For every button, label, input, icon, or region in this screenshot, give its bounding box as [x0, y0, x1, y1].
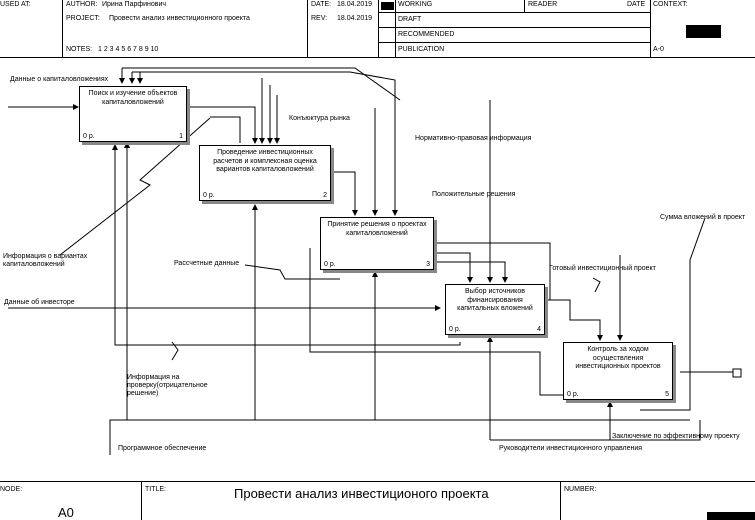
activity-box-4[interactable]: Выбор источников финансирования капиталь… [445, 284, 545, 335]
date2-label: DATE [627, 1, 646, 8]
notes-value: 1 2 3 4 5 6 7 8 9 10 [98, 46, 159, 53]
activity-box-2[interactable]: Проведение инвестиционных расчетов и ком… [199, 145, 331, 201]
author-value: Ирина Парфинович [102, 1, 167, 8]
activity-box-4-num: 4 [537, 326, 541, 333]
arrow-label-input-data: Данные о капиталовложениях [10, 76, 109, 83]
date-value: 18.04.2019 [337, 1, 373, 8]
activity-box-3[interactable]: Принятие решения о проектах капиталовлож… [320, 217, 434, 270]
activity-box-5-title: Контроль за ходом осуществления инвестиц… [575, 346, 661, 370]
status-recommended: RECOMMENDED [398, 31, 455, 38]
node-label: NODE: [0, 486, 23, 493]
context-node-box [686, 25, 721, 38]
status-working: WORKING [398, 1, 433, 8]
project-value: Провести анализ инвестиционного проекта [109, 15, 250, 22]
number-box [707, 512, 755, 520]
arrow-label-calc: Рассчетные данные [174, 260, 240, 267]
activity-box-3-num: 3 [426, 261, 430, 268]
rev-value: 18.04.2019 [337, 15, 373, 22]
activity-box-2-num: 2 [323, 192, 327, 199]
working-marker [381, 2, 394, 10]
rev-label: REV: [311, 15, 328, 22]
date-label: DATE: [311, 1, 332, 8]
author-label: AUTHOR: [66, 1, 98, 8]
activity-box-1[interactable]: Поиск и изучение объектов капиталовложен… [79, 86, 187, 142]
activity-box-4-cost: 0 р. [449, 326, 461, 333]
activity-box-5-cost: 0 р. [567, 391, 579, 398]
activity-box-3-title: Принятие решения о проектах капиталовлож… [327, 221, 427, 237]
activity-box-5[interactable]: Контроль за ходом осуществления инвестиц… [563, 342, 673, 400]
arrow-label-check: Информация на проверку(отрицательное реш… [127, 374, 208, 397]
activity-box-5-num: 5 [665, 391, 669, 398]
project-label: PROJECT: [66, 15, 100, 22]
title-label: TITLE: [145, 486, 167, 493]
activity-box-2-cost: 0 р. [203, 192, 215, 199]
activity-box-3-cost: 0 р. [324, 261, 336, 268]
context-node: A-0 [653, 46, 664, 53]
arrow-label-market: Конъюктура рынка [289, 115, 350, 122]
activity-box-1-title: Поиск и изучение объектов капиталовложен… [88, 90, 178, 106]
activity-box-2-title: Проведение инвестиционных расчетов и ком… [213, 149, 317, 173]
node-value: A0 [58, 505, 74, 520]
activity-box-1-num: 1 [179, 133, 183, 140]
diagram-header: USED AT: AUTHOR: Ирина Парфинович PROJEC… [0, 0, 755, 60]
arrow-label-variants: Информация о вариантах капиталовложений [3, 253, 88, 268]
arrow-label-investor: Данные об инвесторе [4, 299, 75, 306]
arrow-label-conclusion: Заключение по эффективному проекту [612, 433, 740, 440]
arrow-label-managers: Руководители инвестиционного управления [499, 445, 643, 452]
arrow-label-software: Программное обеспечение [118, 445, 207, 452]
arrow-label-sum: Сумма вложений в проект [660, 214, 746, 221]
reader-label: READER [528, 1, 558, 8]
notes-label: NOTES: [66, 46, 93, 53]
diagram-title: Провести анализ инвестиционого проекта [234, 486, 489, 501]
status-draft: DRAFT [398, 16, 422, 23]
status-publication: PUBLICATION [398, 46, 445, 53]
activity-box-1-cost: 0 р. [83, 133, 95, 140]
number-label: NUMBER: [564, 486, 597, 493]
arrow-label-positive: Положительные решения [432, 191, 516, 198]
activity-box-4-title: Выбор источников финансирования капиталь… [457, 288, 533, 312]
arrow-label-ready: Готовый инвестиционный проект [549, 265, 656, 272]
context-label: CONTEXT: [653, 1, 688, 8]
arrow-label-normative: Нормативно-правовая информация [415, 135, 532, 142]
used-at-label: USED AT: [0, 1, 31, 8]
